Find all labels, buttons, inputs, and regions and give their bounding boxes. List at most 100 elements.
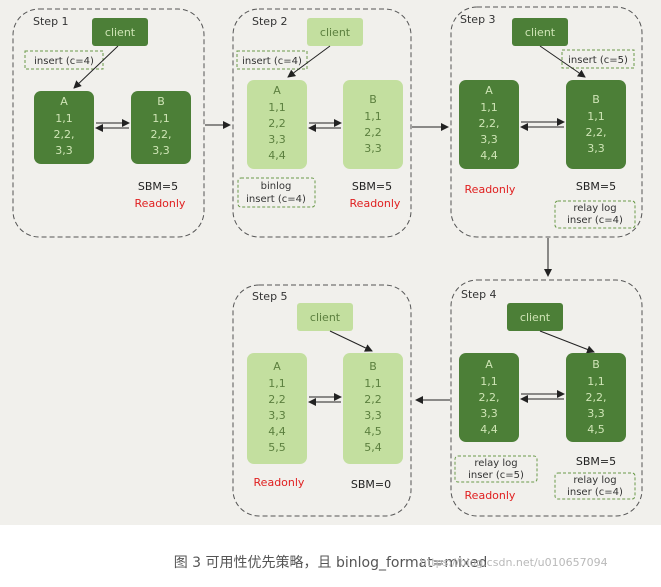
figure-caption: 图 3 可用性优先策略，且 binlog_format=mixed: [173, 555, 488, 571]
node-a-row: 1,1: [480, 375, 498, 388]
node-a-row: 4,4: [268, 425, 286, 438]
step-frame: [232, 284, 412, 517]
node-a-row: 2,2,: [479, 391, 500, 404]
node-a-row: 4,4: [480, 149, 498, 162]
node-a-title: A: [273, 84, 281, 97]
client-note: insert (c=5): [568, 55, 628, 66]
node-b: [343, 353, 403, 464]
node-a-row: 3,3: [268, 133, 286, 146]
node-a-row: 1,1: [55, 112, 73, 125]
sbm-label: SBM=5: [352, 180, 392, 193]
node-a-title: A: [485, 358, 493, 371]
step-label: Step 4: [461, 288, 497, 301]
relay-log-box: [454, 455, 538, 483]
node-a-row: 3,3: [55, 144, 73, 157]
step-4-panel: Step 4 client A 1,1 2,2, 3,3 4,4 B 1,1 2…: [450, 279, 643, 517]
diagram-canvas: Step 1 client insert (c=4) A 1,1 2,2, 3,…: [0, 0, 661, 525]
step-3-panel: Step 3 client insert (c=5) A 1,1 2,2, 3,…: [450, 6, 643, 238]
node-a-row: 3,3: [480, 407, 498, 420]
node-a-row: 3,3: [480, 133, 498, 146]
node-b-title: B: [369, 360, 377, 373]
node-b-row: 2,2,: [151, 128, 172, 141]
step-5-panel: Step 5 client A 1,1 2,2 3,3 4,4 5,5 B 1,…: [232, 284, 412, 517]
client-label: client: [525, 26, 556, 39]
client-note-box: [561, 49, 635, 69]
sbm-label: SBM=0: [351, 478, 391, 491]
node-a: [247, 353, 307, 464]
node-b-row: 1,1: [587, 110, 605, 123]
readonly-label: Readonly: [465, 183, 516, 196]
node-b-row: 1,1: [364, 377, 382, 390]
client-note: insert (c=4): [242, 56, 302, 67]
binlog-label: binlog: [261, 181, 292, 192]
node-b-row: 4,5: [587, 423, 605, 436]
step-label: Step 2: [252, 15, 288, 28]
readonly-label: Readonly: [465, 489, 516, 502]
arrow: [73, 45, 119, 89]
sbm-label: SBM=5: [576, 455, 616, 468]
node-b-row: 3,3: [587, 142, 605, 155]
node-a-row: 2,2,: [54, 128, 75, 141]
readonly-label: Readonly: [350, 197, 401, 210]
client-label: client: [310, 311, 341, 324]
step-label: Step 3: [460, 13, 496, 26]
node-b-row: 2,2: [364, 126, 382, 139]
client-note-box: [236, 50, 308, 70]
node-b-row: 1,1: [364, 110, 382, 123]
node-b: [131, 91, 191, 164]
client-box: [92, 18, 148, 46]
node-a: [34, 91, 94, 164]
node-a-row: 5,5: [268, 441, 286, 454]
node-b-title: B: [369, 93, 377, 106]
node-a-title: A: [273, 360, 281, 373]
node-a: [459, 80, 519, 169]
client-label: client: [320, 26, 351, 39]
client-box: [512, 18, 568, 46]
node-b-row: 2,2: [364, 393, 382, 406]
node-b-title: B: [157, 95, 165, 108]
readonly-label: Readonly: [254, 476, 305, 489]
node-a: [459, 353, 519, 442]
step-2-panel: Step 2 client insert (c=4) A 1,1 2,2 3,3…: [232, 8, 412, 238]
arrow: [539, 45, 586, 78]
relay-log-content: inser (c=4): [567, 487, 623, 498]
node-a-row: 4,4: [268, 149, 286, 162]
sbm-label: SBM=5: [138, 180, 178, 193]
node-a-title: A: [60, 95, 68, 108]
step-frame: [450, 6, 643, 238]
node-a-row: 1,1: [480, 101, 498, 114]
relay-log-label: relay log: [474, 458, 517, 469]
node-b-row: 3,3: [364, 142, 382, 155]
relay-log-label: relay log: [573, 475, 616, 486]
node-a-row: 2,2: [268, 393, 286, 406]
relay-log-box: [554, 472, 636, 500]
node-a-row: 1,1: [268, 377, 286, 390]
client-box: [307, 18, 363, 46]
relay-log-label: relay log: [573, 203, 616, 214]
node-a-title: A: [485, 84, 493, 97]
node-a-row: 2,2: [268, 117, 286, 130]
node-b-row: 4,5: [364, 425, 382, 438]
node-b-row: 3,3: [152, 144, 170, 157]
node-b-row: 2,2,: [586, 391, 607, 404]
node-b-title: B: [592, 93, 600, 106]
relay-log-content: inser (c=5): [468, 470, 524, 481]
step-frame: [450, 279, 643, 517]
node-b-row: 2,2,: [586, 126, 607, 139]
relay-log-content: inser (c=4): [567, 215, 623, 226]
node-b: [566, 353, 626, 442]
node-a-row: 1,1: [268, 101, 286, 114]
step-1-panel: Step 1 client insert (c=4) A 1,1 2,2, 3,…: [12, 8, 205, 238]
sbm-label: SBM=5: [576, 180, 616, 193]
watermark: https://blog.csdn.net/u010657094: [420, 556, 608, 569]
readonly-label: Readonly: [135, 197, 186, 210]
node-b-row: 1,1: [587, 375, 605, 388]
client-note: insert (c=4): [34, 56, 94, 67]
client-box: [507, 303, 563, 331]
step-label: Step 1: [33, 15, 69, 28]
node-a-row: 2,2,: [479, 117, 500, 130]
relay-log-box: [554, 200, 636, 229]
node-b-title: B: [592, 358, 600, 371]
node-b-row: 3,3: [364, 409, 382, 422]
step-frame: [12, 8, 205, 238]
